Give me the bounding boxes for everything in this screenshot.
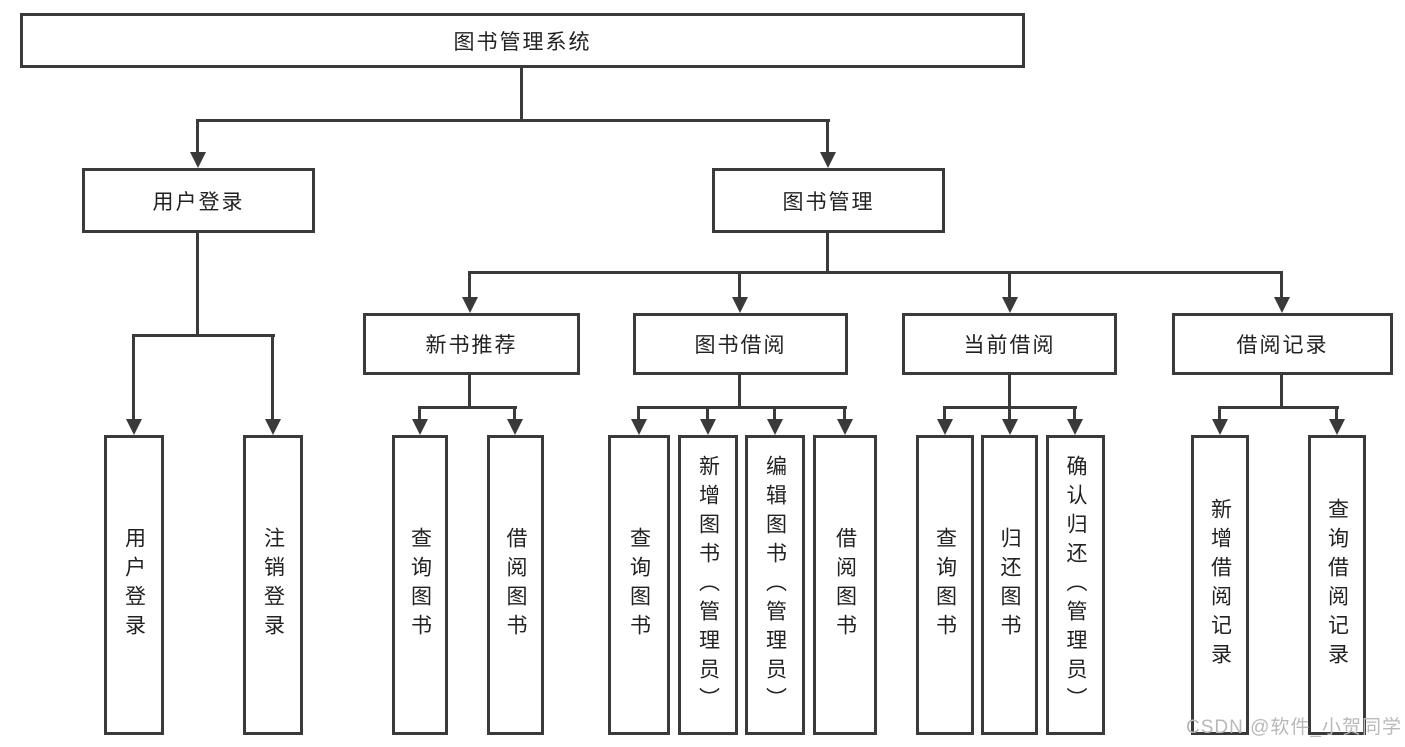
connector-level3-rail (468, 271, 1283, 274)
leaf-bb-add-books-admin: 新增图书（管理员） (678, 435, 738, 735)
leaf-bb-query-books: 查询图书 (608, 435, 670, 735)
leaf-bb-edit-books-admin-label: 编辑图书（管理员） (763, 454, 787, 716)
node-book-borrow: 图书借阅 (633, 313, 848, 375)
leaf-bb-borrow-books-label: 借阅图书 (833, 527, 857, 643)
arrowhead-br-add (1212, 419, 1228, 435)
connector-branch-book-borrow (738, 271, 741, 301)
connector-branch-book-mgmt (826, 119, 829, 156)
arrowhead-book-mgmt (820, 152, 836, 168)
leaf-br-add-record-label: 新增借阅记录 (1208, 498, 1232, 672)
connector-branch-bb-borrow (843, 406, 846, 423)
connector-book-borrow-stem (738, 375, 741, 409)
arrowhead-nb-query (412, 419, 428, 435)
leaf-nb-borrow-books-label: 借阅图书 (504, 527, 527, 643)
connector-branch-nb-borrow (513, 406, 516, 423)
leaf-user-login-label: 用户登录 (122, 527, 146, 643)
connector-new-book-stem (468, 375, 471, 409)
connector-branch-cb-confirm (1073, 406, 1076, 423)
node-user-login: 用户登录 (82, 168, 315, 233)
leaf-br-add-record: 新增借阅记录 (1191, 435, 1249, 735)
leaf-logout-label: 注销登录 (261, 527, 285, 643)
leaf-cb-return-books: 归还图书 (981, 435, 1038, 735)
connector-branch-current-borrow (1008, 271, 1011, 301)
node-user-login-label: 用户登录 (152, 190, 245, 214)
connector-branch-br-query (1335, 406, 1338, 423)
arrowhead-bb-query (631, 419, 647, 435)
node-book-borrow-label: 图书借阅 (694, 334, 787, 357)
arrowhead-user-login (190, 152, 206, 168)
connector-branch-user-login (196, 119, 199, 156)
arrowhead-new-book (462, 297, 478, 313)
connector-user-login-rail (133, 334, 275, 337)
csdn-watermark: CSDN @软件_小贺同学 (1186, 717, 1402, 738)
connector-user-login-stem (196, 233, 199, 336)
connector-borrow-records-stem (1280, 375, 1283, 409)
connector-branch-bb-query (637, 406, 640, 423)
leaf-logout: 注销登录 (243, 435, 303, 735)
connector-book-mgmt-stem (826, 233, 829, 274)
connector-borrow-records-rail (1218, 406, 1339, 409)
arrowhead-bb-add (700, 419, 716, 435)
arrowhead-cb-query (937, 419, 953, 435)
connector-current-borrow-stem (1008, 375, 1011, 409)
node-new-book-recommend-label: 新书推荐 (425, 334, 518, 357)
connector-book-borrow-rail (637, 406, 847, 409)
leaf-cb-return-books-label: 归还图书 (998, 527, 1021, 643)
arrowhead-bb-edit (767, 419, 783, 435)
leaf-nb-borrow-books: 借阅图书 (487, 435, 544, 735)
arrowhead-leaf-login (126, 419, 142, 435)
leaf-user-login: 用户登录 (104, 435, 164, 735)
arrowhead-nb-borrow (507, 419, 523, 435)
connector-branch-cb-query (943, 406, 946, 423)
connector-branch-new-book (468, 271, 471, 301)
arrowhead-bb-borrow (837, 419, 853, 435)
arrowhead-current-borrow (1002, 297, 1018, 313)
arrowhead-borrow-records (1274, 297, 1290, 313)
node-borrow-records-label: 借阅记录 (1236, 334, 1329, 357)
connector-level2-rail (197, 119, 830, 122)
connector-new-book-rail (418, 406, 517, 409)
connector-branch-bb-edit (773, 406, 776, 423)
leaf-cb-confirm-return-admin: 确认归还（管理员） (1046, 435, 1105, 735)
connector-branch-nb-query (418, 406, 421, 423)
arrowhead-cb-return (1002, 419, 1018, 435)
arrowhead-cb-confirm (1067, 419, 1083, 435)
leaf-nb-query-books-label: 查询图书 (408, 527, 432, 643)
node-book-management-label: 图书管理 (782, 190, 875, 214)
connector-root-stem (520, 68, 523, 121)
node-book-management: 图书管理 (712, 168, 945, 233)
connector-branch-br-add (1218, 406, 1221, 423)
arrowhead-br-query (1329, 419, 1345, 435)
connector-branch-cb-return (1008, 406, 1011, 423)
node-current-borrow: 当前借阅 (902, 313, 1117, 375)
node-current-borrow-label: 当前借阅 (963, 334, 1056, 357)
leaf-cb-query-books: 查询图书 (916, 435, 974, 735)
connector-branch-leaf-login (132, 334, 135, 423)
leaf-cb-query-books-label: 查询图书 (933, 527, 957, 643)
leaf-cb-confirm-return-admin-label: 确认归还（管理员） (1064, 454, 1087, 716)
leaf-nb-query-books: 查询图书 (392, 435, 448, 735)
connector-branch-bb-add (706, 406, 709, 423)
arrowhead-leaf-logout (265, 419, 281, 435)
leaf-bb-borrow-books: 借阅图书 (813, 435, 877, 735)
connector-branch-borrow-records (1280, 271, 1283, 301)
connector-branch-leaf-logout (271, 334, 274, 423)
leaf-bb-query-books-label: 查询图书 (627, 527, 651, 643)
leaf-bb-add-books-admin-label: 新增图书（管理员） (696, 454, 720, 716)
node-borrow-records: 借阅记录 (1172, 313, 1393, 375)
node-library-system: 图书管理系统 (20, 13, 1025, 68)
leaf-bb-edit-books-admin: 编辑图书（管理员） (745, 435, 805, 735)
node-new-book-recommend: 新书推荐 (363, 313, 580, 375)
arrowhead-book-borrow (732, 297, 748, 313)
node-library-system-label: 图书管理系统 (453, 30, 592, 54)
leaf-br-query-record: 查询借阅记录 (1308, 435, 1366, 735)
leaf-br-query-record-label: 查询借阅记录 (1325, 498, 1349, 672)
